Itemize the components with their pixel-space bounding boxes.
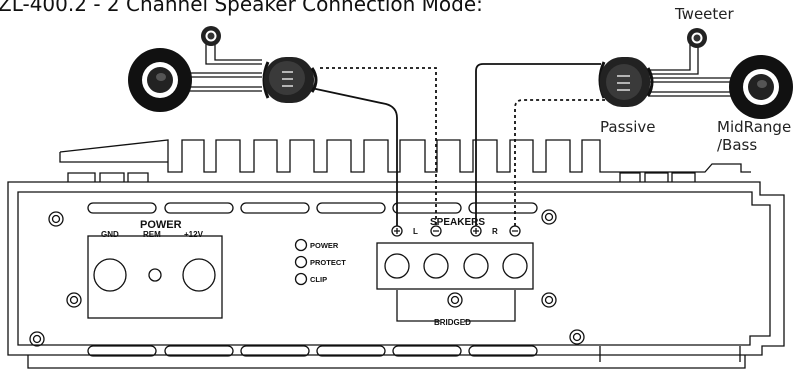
left-channel-label: L (413, 227, 418, 236)
status-leds (294, 238, 308, 286)
power-heading: POWER (140, 219, 182, 231)
amplifier-panel (7, 181, 785, 369)
speaker-wires (301, 63, 605, 226)
midrange-label: MidRange (717, 118, 792, 136)
led-clip-label: CLIP (310, 275, 327, 284)
rem-label: REM (143, 230, 161, 239)
power-terminal (87, 235, 223, 319)
tweeter-label: Tweeter (675, 5, 734, 23)
mounting-screws (29, 209, 585, 347)
right-passive-crossover-icon (598, 57, 654, 107)
speaker-terminal (376, 225, 534, 322)
gnd-label: GND (101, 230, 119, 239)
right-speaker-group (598, 28, 793, 119)
v12-label: +12V (184, 230, 204, 239)
passive-label: Passive (600, 118, 656, 136)
right-channel-label: R (492, 227, 498, 236)
diagram-title: ZL-400.2 - 2 Channel Speaker Connection … (0, 0, 483, 16)
bridged-label: BRIDGED (434, 318, 471, 327)
speakers-heading: SPEAKERS (430, 217, 485, 228)
vent-slots (87, 202, 538, 357)
bass-label: /Bass (717, 136, 758, 154)
heatsink (59, 139, 751, 182)
left-speaker-group (128, 26, 318, 112)
led-protect-label: PROTECT (310, 258, 346, 267)
led-power-label: POWER (310, 241, 339, 250)
left-passive-crossover-icon (262, 57, 318, 103)
